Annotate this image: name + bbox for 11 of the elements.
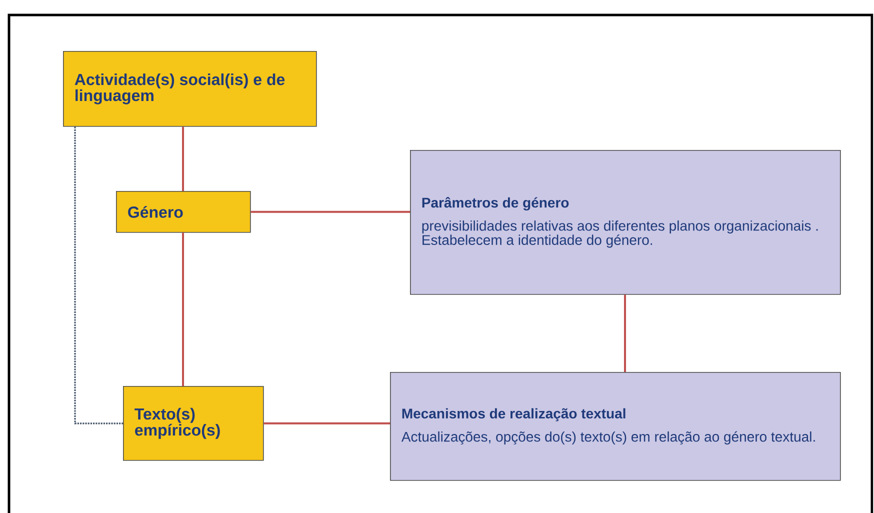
dotted-connector: [74, 126, 123, 424]
connector-line: [182, 232, 184, 386]
concept-box: Texto(s) empírico(s): [123, 386, 264, 461]
connector-line: [264, 422, 390, 424]
concept-box: Actividade(s) social(is) e de linguagem: [63, 51, 317, 127]
connector-line: [182, 126, 184, 191]
description-box: Mecanismos de realização textual Actualizações, opções do(s) texto(s) em relação ao género textual.: [390, 372, 841, 481]
description-box: Parâmetros de género previsibilidades relativas aos diferentes planos organizacionais . Estabelecem a identidade do género.: [410, 150, 841, 295]
connector-line: [624, 294, 626, 372]
connector-line: [250, 210, 410, 213]
concept-box: Género: [116, 191, 251, 233]
